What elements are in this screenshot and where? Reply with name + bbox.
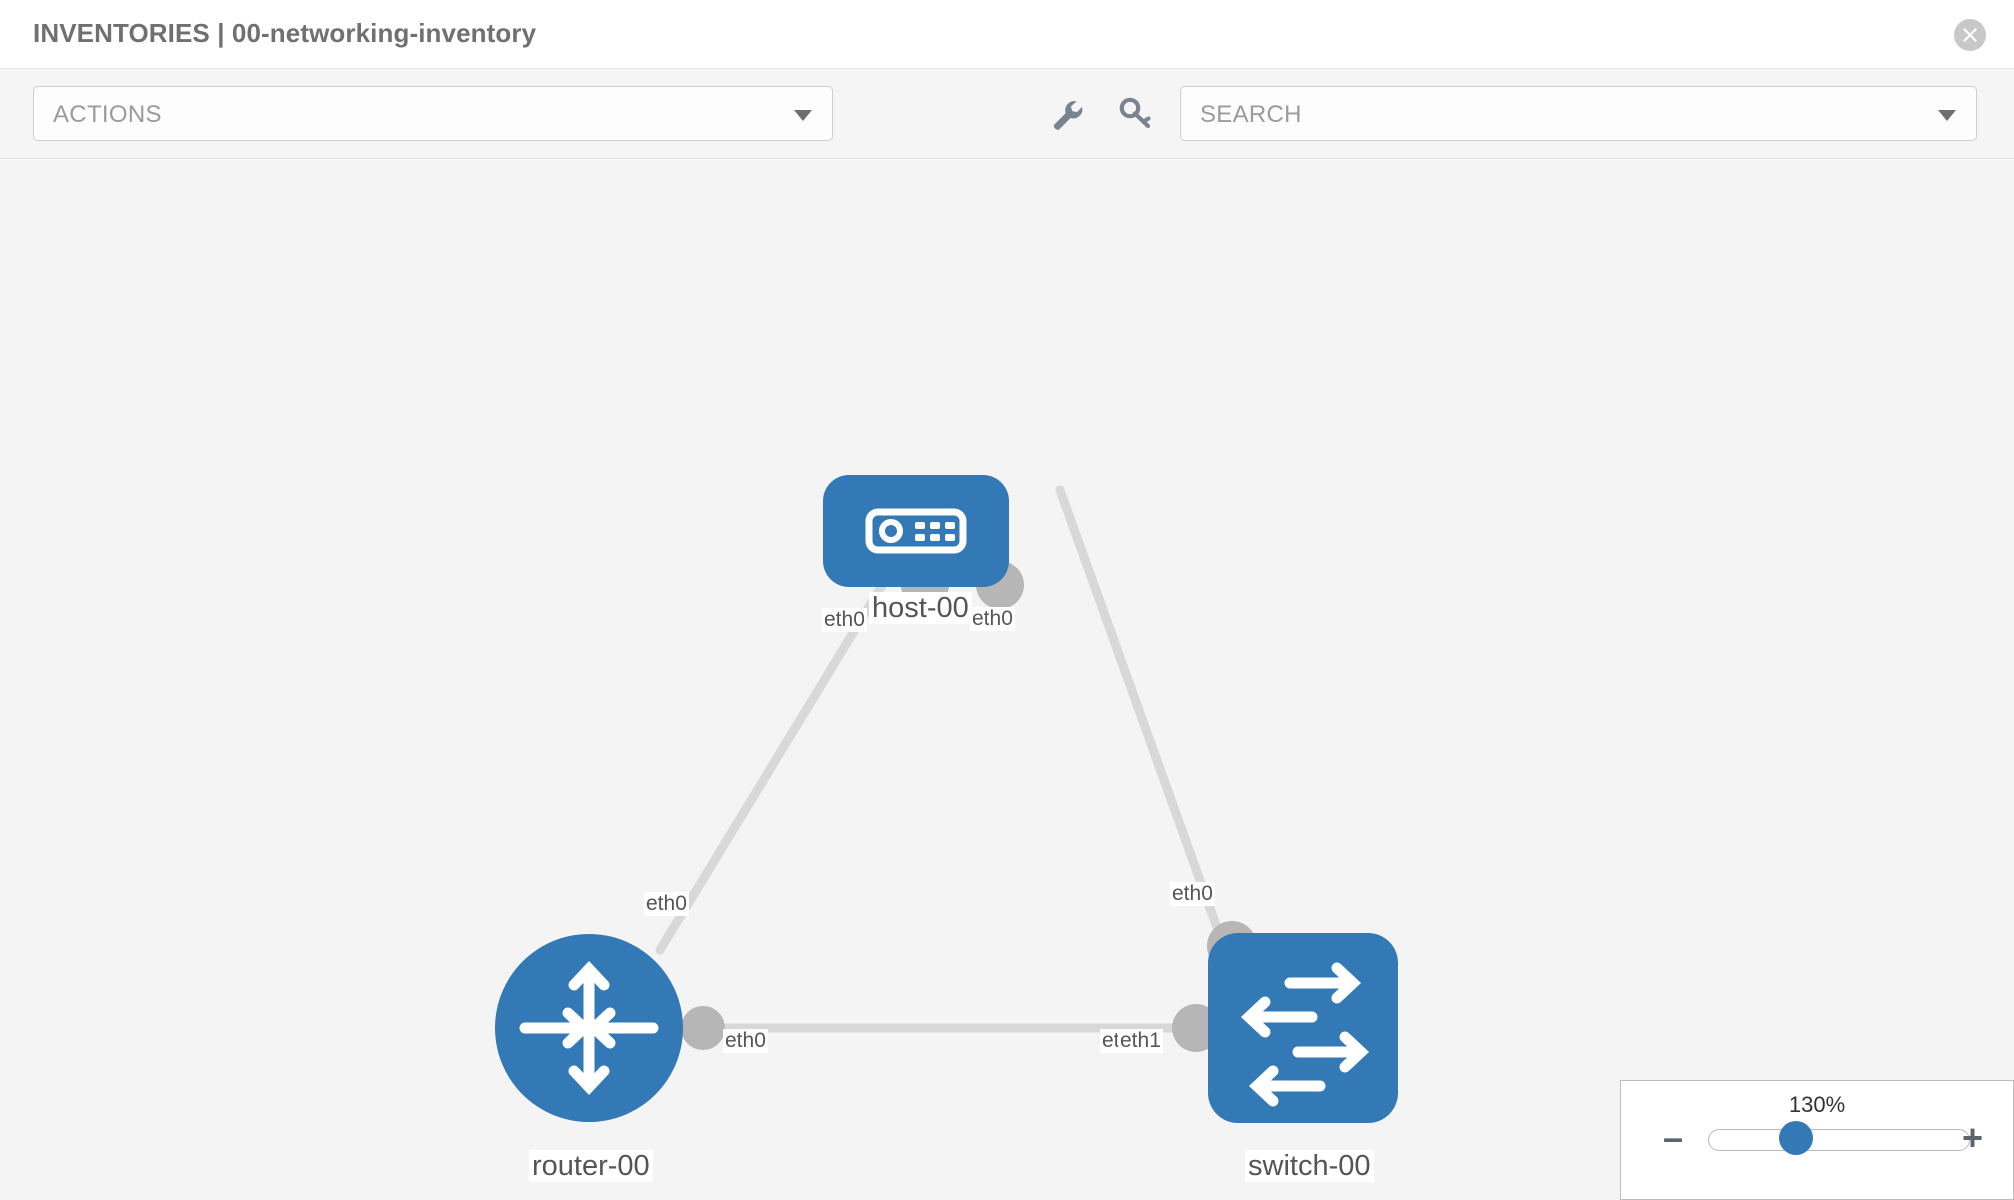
port-router00-east — [681, 1006, 725, 1050]
actions-dropdown-label: ACTIONS — [53, 101, 162, 128]
link-host00-switch00 — [1055, 485, 1230, 955]
close-icon[interactable] — [1954, 19, 1986, 51]
actions-dropdown[interactable]: ACTIONS — [33, 86, 833, 141]
node-host-00 — [823, 475, 1009, 587]
node-switch-00 — [1208, 933, 1398, 1123]
zoom-slider[interactable] — [1708, 1129, 1970, 1151]
zoom-level-value: 130% — [1788, 1092, 1846, 1117]
server-icon — [865, 508, 967, 554]
chevron-down-icon — [794, 110, 812, 121]
iface-label-host00-left: eth0 — [822, 608, 867, 632]
page-title: INVENTORIES | 00-networking-inventory — [33, 18, 537, 48]
zoom-slider-thumb[interactable] — [1779, 1121, 1813, 1155]
iface-label-host00-right: eth0 — [970, 607, 1015, 631]
search-input[interactable]: SEARCH — [1180, 86, 1977, 141]
iface-label-switch00-west: eth1 — [1118, 1029, 1163, 1053]
toolbar: ACTIONS SEARCH — [0, 69, 2014, 159]
node-router-00 — [495, 934, 683, 1122]
node-label-host-00: host-00 — [869, 592, 972, 625]
page-header: INVENTORIES | 00-networking-inventory — [0, 0, 2014, 69]
search-placeholder-label: SEARCH — [1200, 101, 1302, 128]
zoom-in-button[interactable]: + — [1961, 1117, 1983, 1158]
iface-label-router00-uplink: eth0 — [644, 892, 689, 916]
zoom-control-panel: 130% – + — [1620, 1080, 2014, 1200]
chevron-down-icon — [1938, 110, 1956, 121]
node-label-switch-00: switch-00 — [1245, 1150, 1374, 1183]
iface-label-switch00-uplink: eth0 — [1170, 882, 1215, 906]
node-label-router-00: router-00 — [529, 1150, 653, 1183]
zoom-out-button[interactable]: – — [1663, 1117, 1684, 1158]
topology-canvas[interactable]: eth0 eth0 eth0 eth0 eth0 eth1 eth1 host-… — [0, 160, 2014, 1200]
router-arrows-icon — [519, 960, 659, 1096]
key-icon[interactable] — [1115, 94, 1155, 134]
wrench-icon[interactable] — [1046, 94, 1086, 134]
topology-graph — [495, 475, 1398, 1123]
switch-arrows-icon — [1240, 962, 1370, 1107]
iface-label-router00-east: eth0 — [723, 1029, 768, 1053]
